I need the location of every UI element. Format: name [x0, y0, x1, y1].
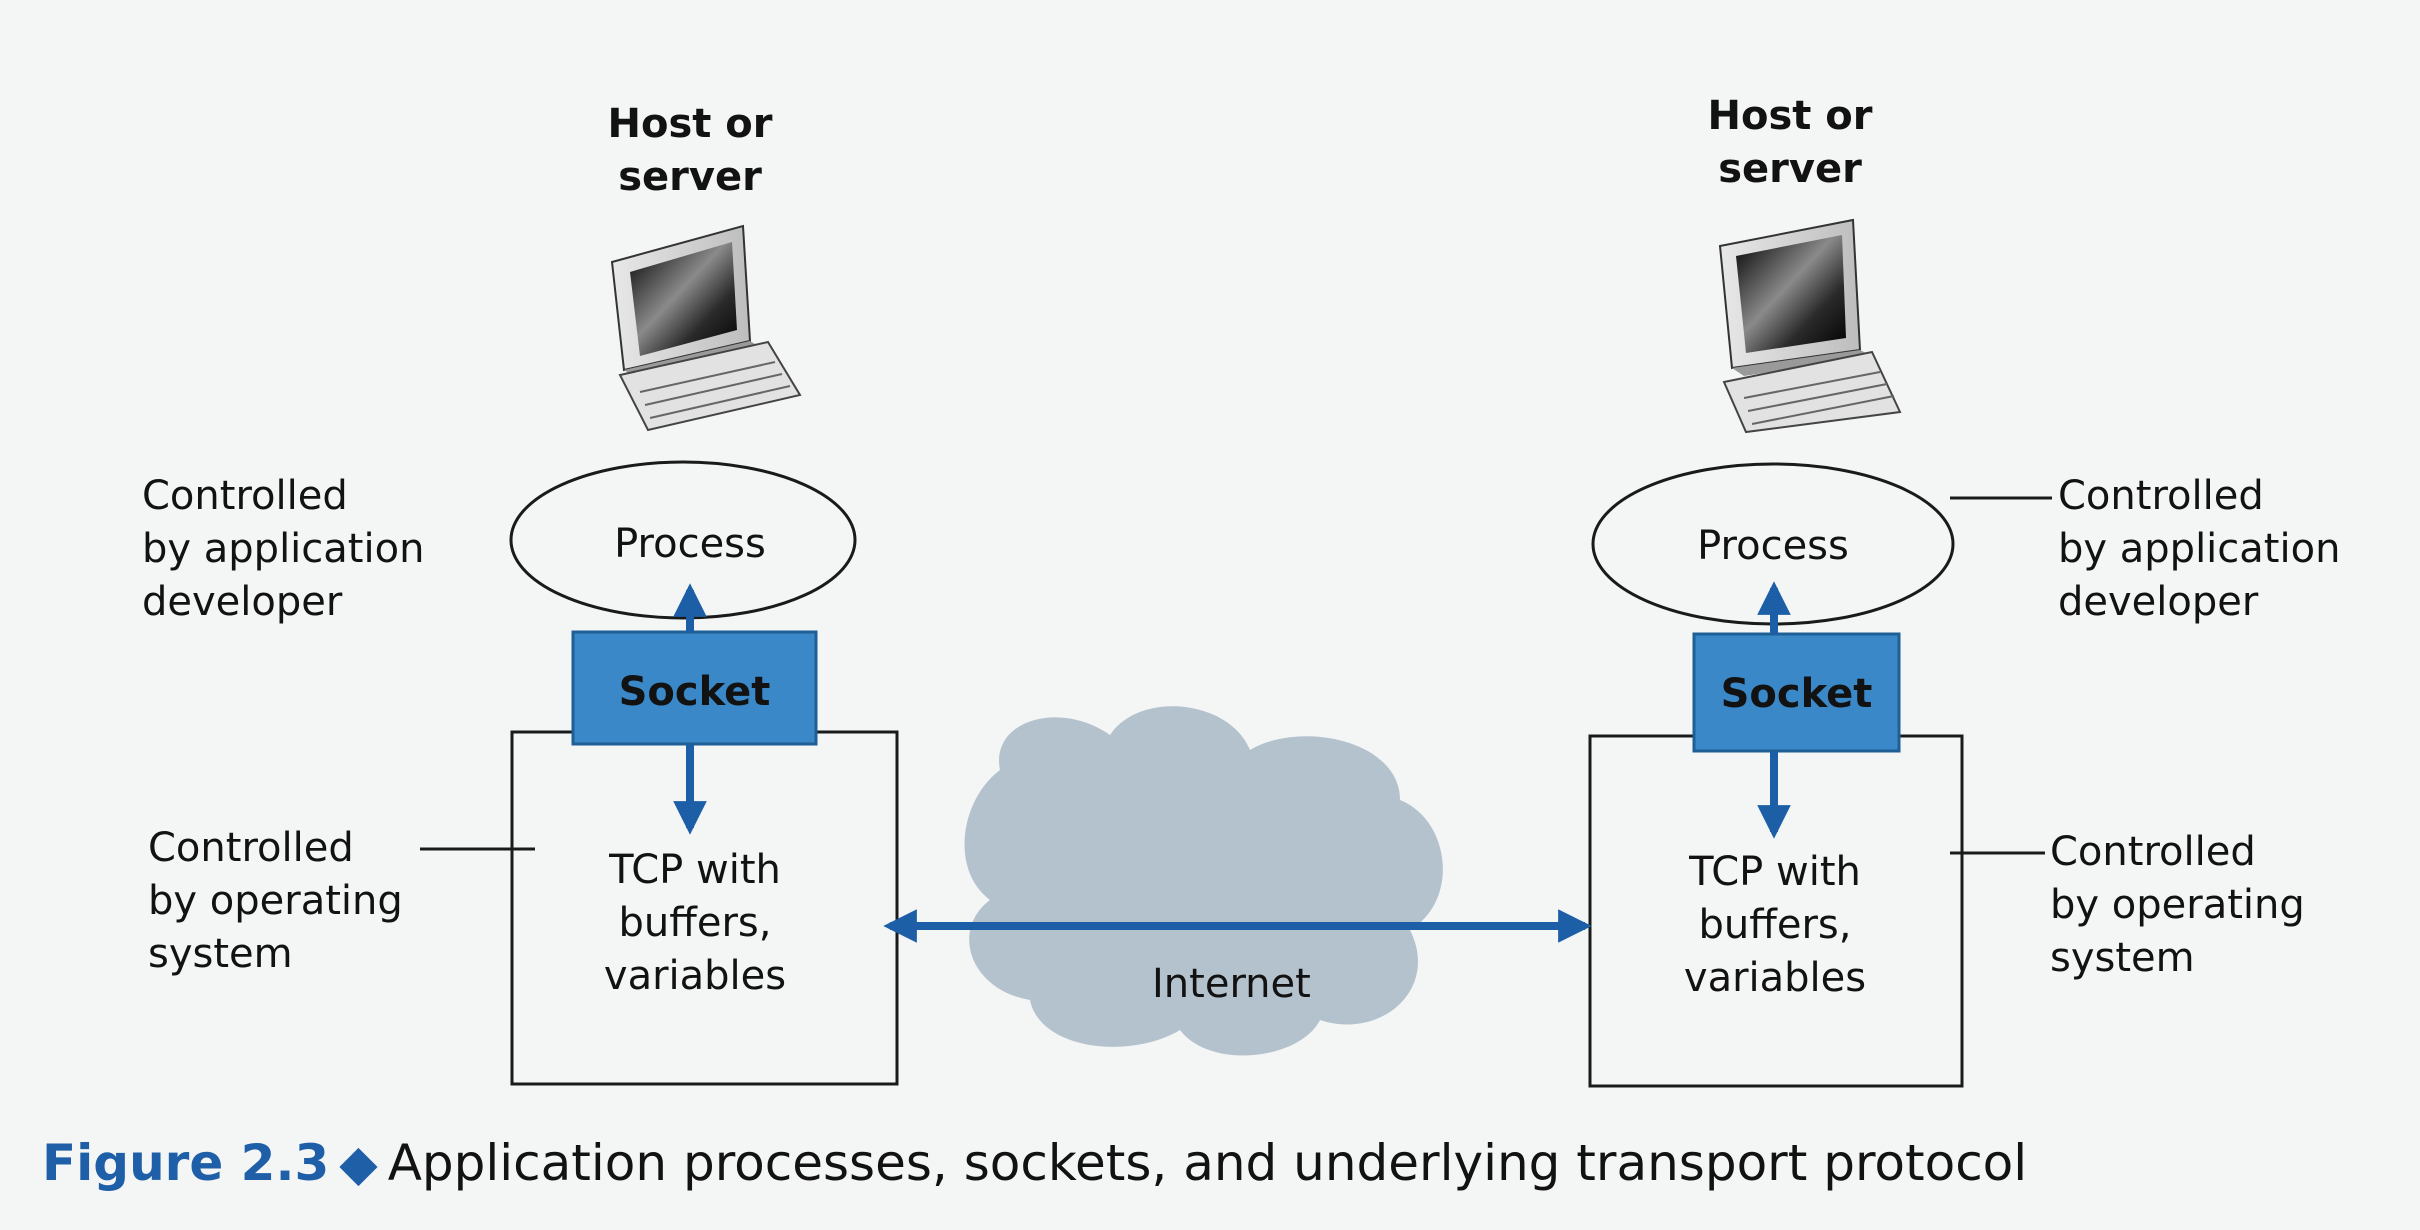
right-tcp-label: TCP with buffers, variables [1683, 849, 1867, 1001]
internet-label: Internet [1152, 961, 1311, 1007]
right-controlled-app-label: Controlled by application developer [2058, 473, 2341, 625]
internet-cloud [964, 706, 1443, 1056]
right-controlled-os-label: Controlled by operating system [2050, 829, 2305, 981]
figure-number: Figure 2.3 [42, 1134, 330, 1192]
computer-icon-left [610, 224, 802, 432]
right-process-label: Process [1697, 523, 1849, 569]
right-socket-label: Socket [1720, 671, 1873, 717]
caption-separator: ◆ [339, 1134, 378, 1192]
left-host-title: Host or server [607, 101, 773, 200]
right-host-title: Host or server [1707, 93, 1873, 192]
left-socket-label: Socket [618, 669, 771, 715]
left-socket-box [571, 630, 818, 746]
left-process-label: Process [614, 521, 766, 567]
left-tcp-label: TCP with buffers, variables [603, 847, 787, 999]
left-controlled-app-label: Controlled by application developer [142, 473, 425, 625]
left-controlled-os-label: Controlled by operating system [148, 825, 403, 977]
caption-text: Application processes, sockets, and unde… [387, 1134, 2028, 1192]
figure-caption: Figure 2.3◆Application processes, socket… [42, 1132, 2027, 1194]
computer-icon-right [1718, 218, 1902, 434]
right-socket-box [1692, 632, 1901, 753]
left-process-ellipse [509, 460, 857, 620]
